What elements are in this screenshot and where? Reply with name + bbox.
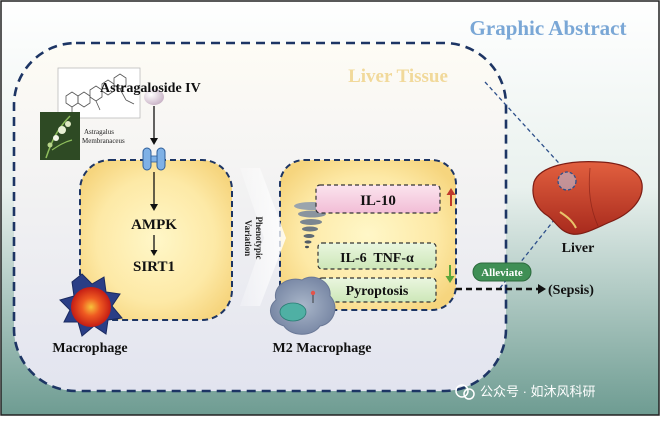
m2-macrophage-label: M2 Macrophage: [273, 341, 372, 356]
macrophage-label: Macrophage: [52, 341, 127, 356]
phenotypic-variation-label: Phenotypic Variation: [243, 216, 264, 259]
svg-text:Phenotypic: Phenotypic: [254, 216, 264, 259]
svg-text:Variation: Variation: [243, 220, 253, 256]
sepsis-label: (Sepsis): [548, 283, 594, 298]
plant-name-line1: Astragalus: [84, 128, 114, 136]
il10-box: [315, 184, 441, 214]
astragaloside-molecule-icon: [144, 89, 164, 105]
ampk-label: AMPK: [131, 217, 177, 233]
increase-arrow-icon: [446, 188, 456, 206]
macrophage-cell-icon: [59, 273, 123, 337]
il10-label: IL-10: [360, 193, 396, 209]
zoom-line-top: [484, 81, 568, 173]
wechat-watermark: 公众号 · 如沐风科研: [455, 384, 596, 400]
alleviate-label: Alleviate: [481, 267, 523, 279]
il6-tnf-box: [317, 242, 437, 270]
sirt1-label: SIRT1: [133, 259, 175, 275]
astragalus-plant-image: [40, 112, 80, 160]
drug-name-label: Astragaloside IV: [100, 81, 201, 96]
m2-macrophage-icon: [269, 276, 336, 335]
membrane-receptor-icon: [142, 147, 166, 171]
plant-name-line2: Membranaceus: [82, 137, 125, 145]
liver-zoom-circle: [557, 171, 577, 191]
decrease-arrow-icon: [445, 265, 455, 283]
phenotypic-variation-arrow: [240, 168, 286, 306]
watermark-text: 公众号 · 如沐风科研: [480, 384, 596, 399]
graphic-abstract-title: Graphic Abstract: [470, 16, 627, 40]
pyroptosis-label: Pyroptosis: [346, 284, 409, 299]
wechat-icon: [455, 384, 469, 398]
il6-tnf-label: IL-6 TNF-α: [340, 251, 414, 266]
liver-label: Liver: [562, 241, 595, 256]
liver-tissue-label: Liver Tissue: [348, 66, 448, 87]
molecule-structure-icon: [57, 67, 141, 119]
alleviate-badge: [472, 262, 532, 282]
